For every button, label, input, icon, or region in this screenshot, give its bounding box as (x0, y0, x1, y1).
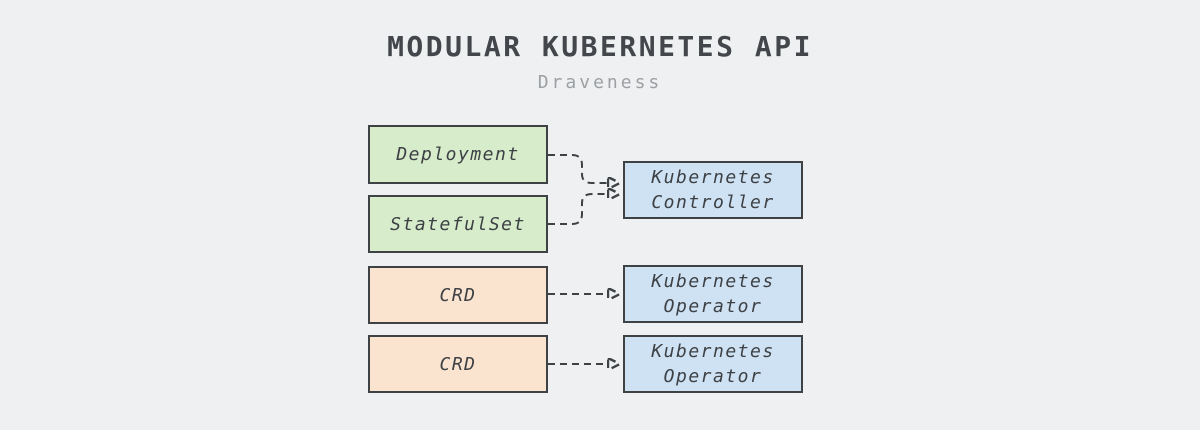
node-operator-2-label-line2: Operator (663, 366, 763, 387)
node-operator-2-label-line1: Kubernetes (651, 341, 775, 362)
node-crd-2: CRD (368, 335, 548, 393)
page-subtitle: Draveness (537, 72, 663, 93)
edge-deployment-to-controller (548, 154, 608, 183)
node-deployment: Deployment (368, 125, 548, 184)
node-statefulset-label: StatefulSet (390, 213, 526, 235)
node-statefulset: StatefulSet (368, 195, 548, 253)
node-kubernetes-controller: Kubernetes Controller (623, 161, 803, 219)
node-operator-1-label-line2: Operator (663, 296, 763, 317)
node-deployment-label: Deployment (396, 144, 520, 165)
node-kubernetes-operator-2: Kubernetes Operator (623, 335, 803, 393)
edge-statefulset-to-controller (548, 194, 608, 225)
node-kubernetes-operator-1: Kubernetes Operator (623, 265, 803, 323)
node-crd-2-label: CRD (439, 353, 477, 375)
node-controller-label-line2: Controller (651, 192, 775, 213)
node-crd-1-label: CRD (439, 284, 477, 306)
node-operator-1-label-line1: Kubernetes (651, 271, 775, 292)
node-crd-1: CRD (368, 266, 548, 324)
node-controller-label-line1: Kubernetes (651, 167, 775, 188)
page-title: MODULAR KUBERNETES API (387, 30, 813, 63)
